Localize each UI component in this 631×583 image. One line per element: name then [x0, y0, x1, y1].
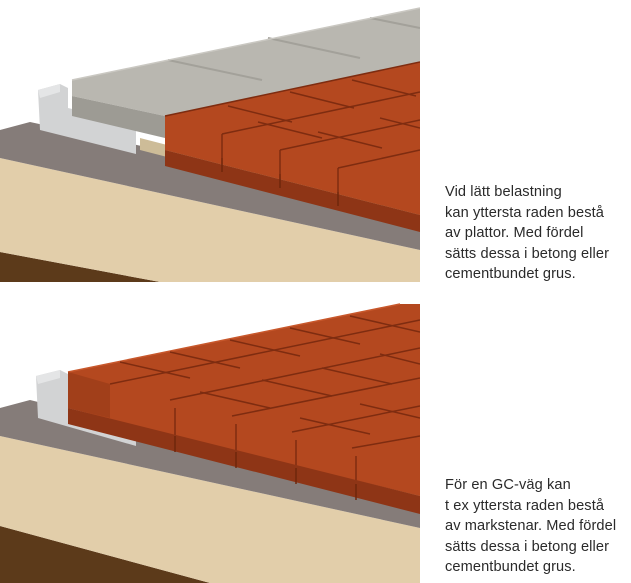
- concrete-layer: [0, 122, 420, 250]
- paver-edge-illustration: [0, 303, 420, 583]
- brick-field: [164, 61, 420, 232]
- caption-slab-edge: Vid lätt belastning kan yttersta raden b…: [445, 182, 629, 285]
- caption-line: av plattor. Med fördel: [445, 225, 584, 241]
- brick-field: [67, 303, 420, 514]
- caption-line: av markstenar. Med fördel: [445, 518, 617, 534]
- caption-line: cementbundet grus.: [445, 266, 576, 282]
- caption-paver-edge: För en GC-väg kan t ex yttersta raden be…: [445, 475, 629, 578]
- sand-layer: [0, 436, 420, 583]
- caption-line: För en GC-väg kan: [445, 477, 571, 493]
- sand-layer: [0, 158, 420, 282]
- caption-line: sätts dessa i betong eller: [445, 538, 610, 555]
- caption-line: sätts dessa i betong eller: [445, 245, 610, 262]
- caption-line: cementbundet grus.: [445, 559, 576, 575]
- slab-edge-illustration: [0, 7, 420, 282]
- caption-line: t ex yttersta raden bestå: [445, 497, 605, 514]
- caption-line: Vid lätt belastning: [445, 184, 562, 200]
- caption-line: kan yttersta raden bestå: [445, 204, 604, 221]
